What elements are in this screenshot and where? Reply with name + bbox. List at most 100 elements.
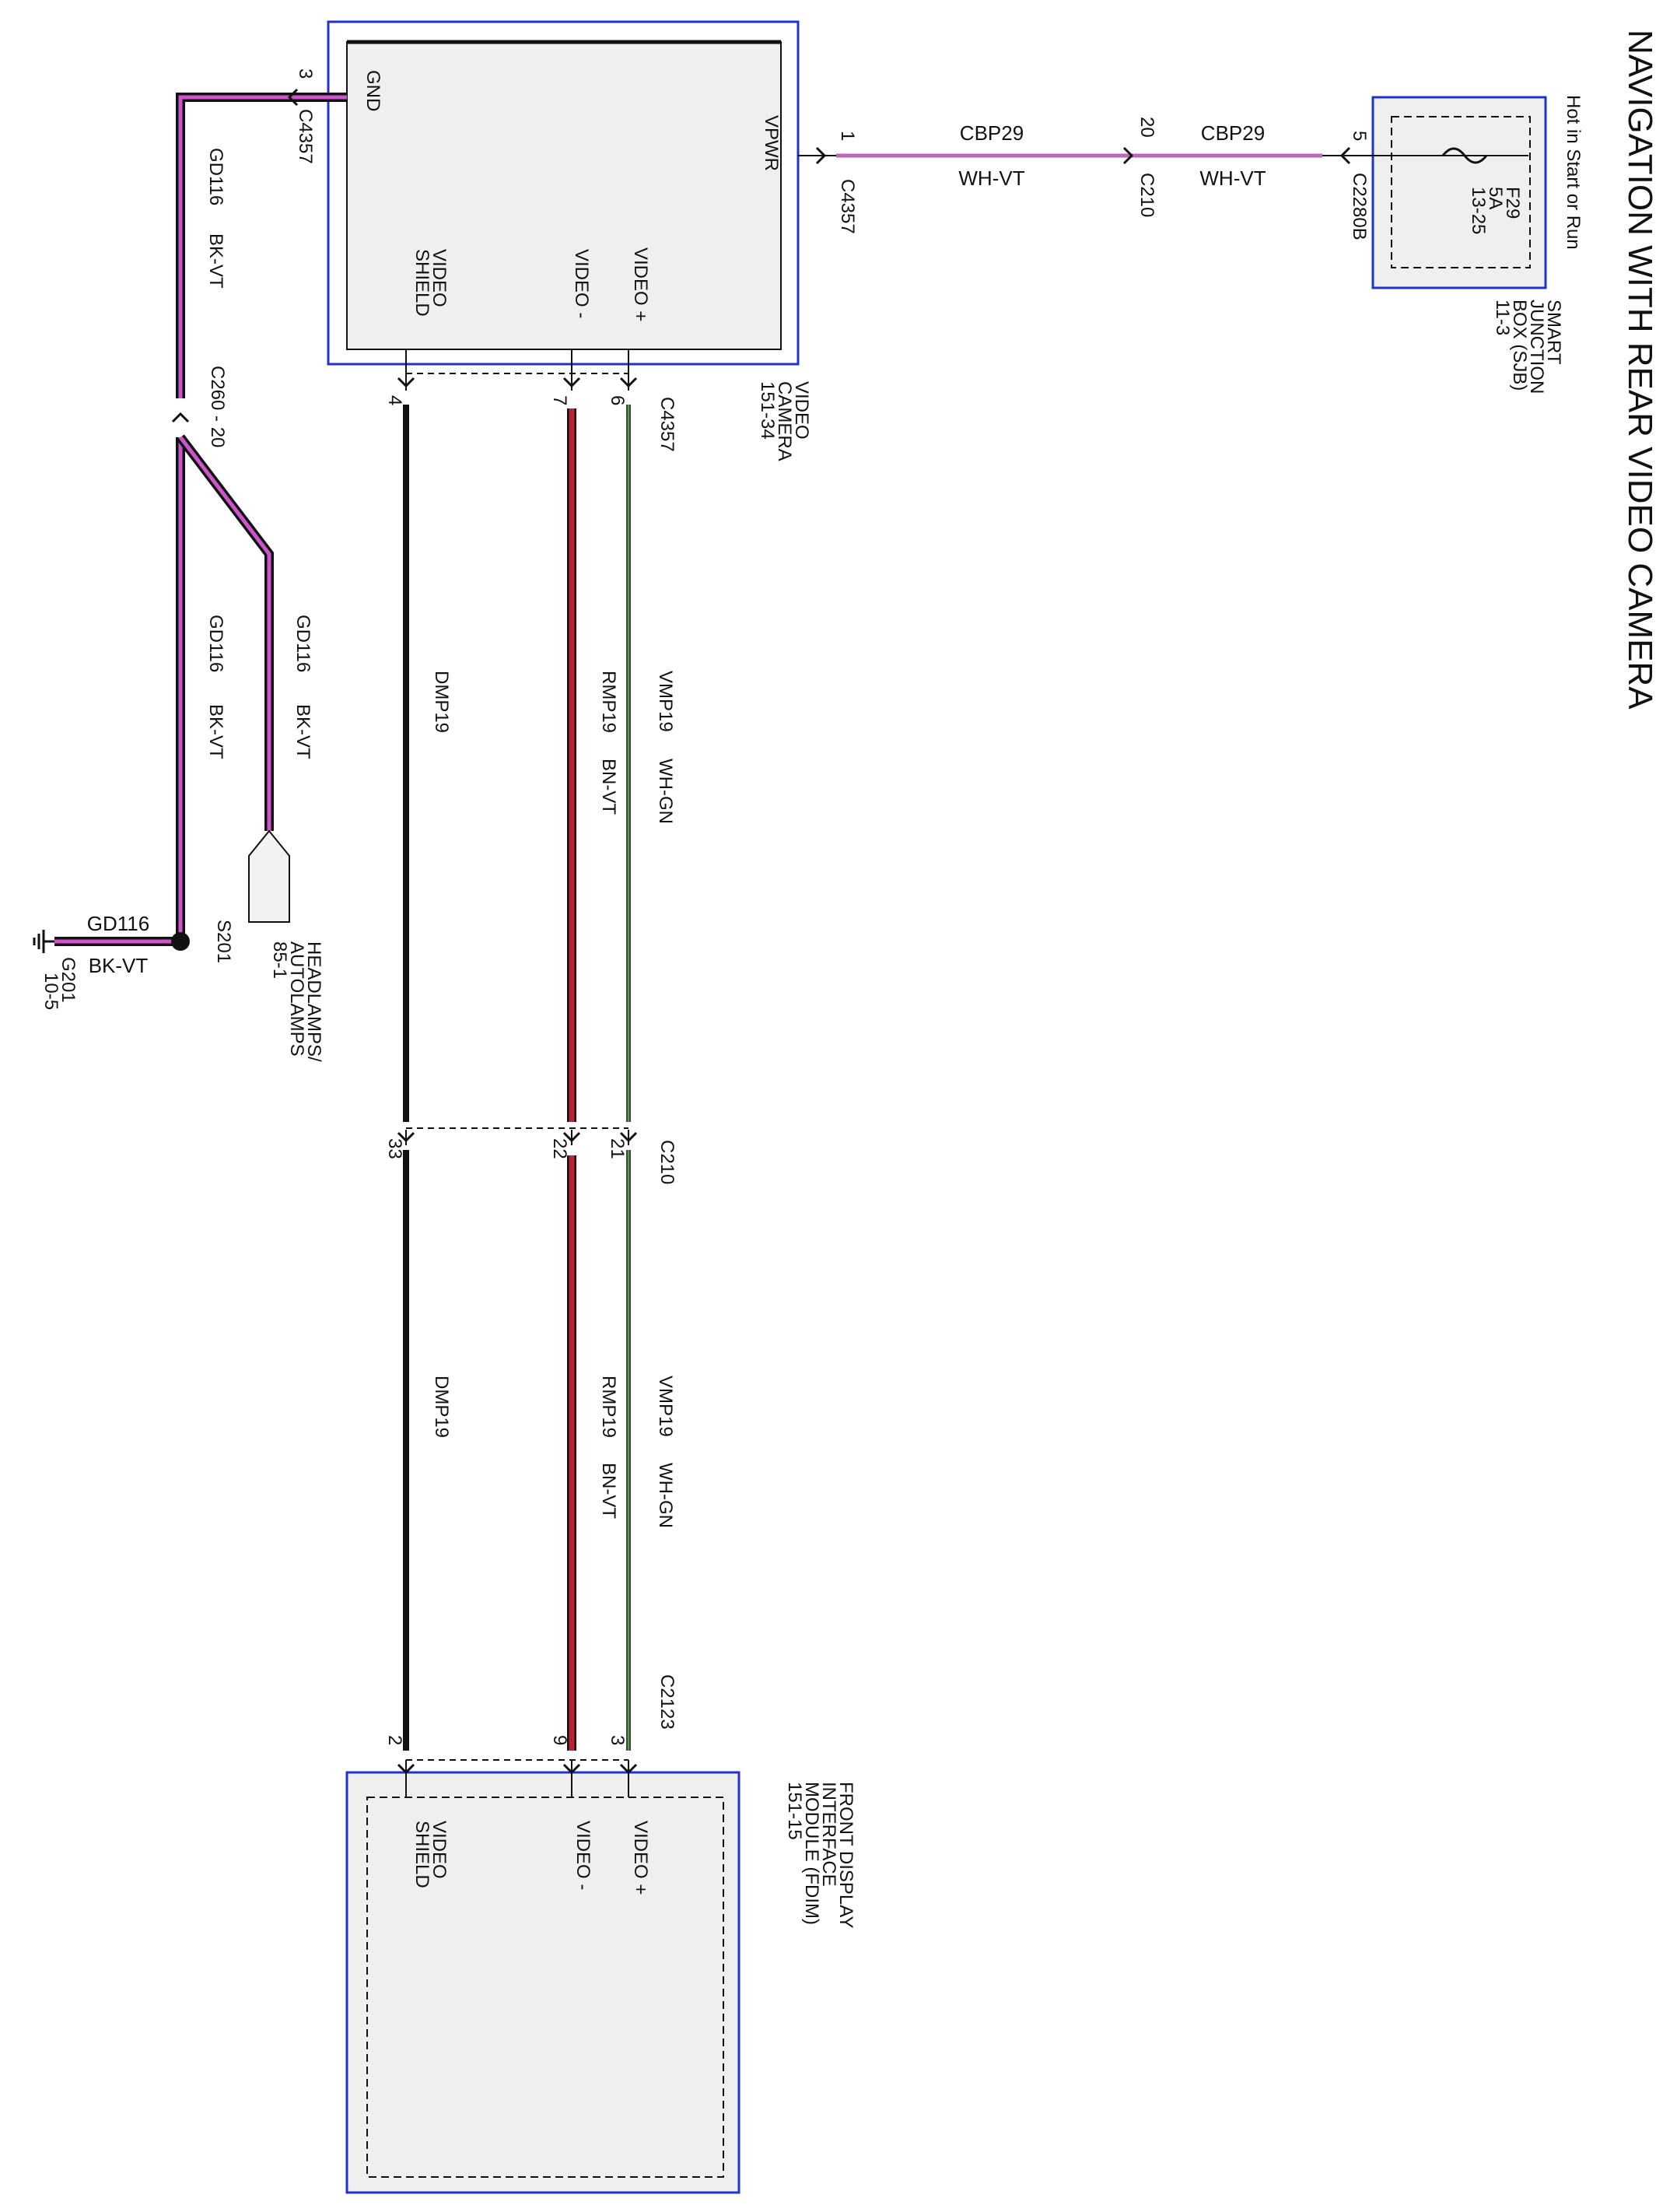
label-pin-video_plus-2: 21 xyxy=(607,1138,628,1159)
label-g201: G201 xyxy=(58,957,79,1003)
connectors xyxy=(33,88,1488,1777)
connector-c4357-pin3-chevron xyxy=(287,88,299,107)
label-vmp19-upper: VMP19 xyxy=(655,671,676,732)
label-bn-vt-lower: BN-VT xyxy=(598,1463,619,1519)
connector-c210-pin20 xyxy=(1122,146,1134,165)
label-fuse-f29-line-1: F29 xyxy=(1502,187,1523,219)
label-fuse-f29-line-3: 13-25 xyxy=(1468,187,1489,234)
label-pin-vpwr: VPWR xyxy=(761,115,782,171)
ground-g201-symbol xyxy=(33,930,54,953)
label-fdim-pin-video-minus: VIDEO - xyxy=(572,1821,593,1890)
label-wh-vt-seg1: WH-VT xyxy=(958,167,1024,190)
label-gd116-top: GD116 xyxy=(205,148,226,205)
connector-c4357-plus xyxy=(619,375,638,391)
connector-c4357-shield xyxy=(397,375,415,391)
label-wh-vt-seg2: WH-VT xyxy=(1199,167,1266,190)
label-sjb-name-line-2: JUNCTION xyxy=(1526,300,1547,394)
connector-c210-pin20-chevron xyxy=(1122,146,1134,165)
label-c210-video: C210 xyxy=(656,1140,677,1184)
label-bk-vt-left: BK-VT xyxy=(205,704,226,759)
label-g201-ref: 10-5 xyxy=(40,973,61,1010)
label-fdim-pin-video-shield-line-1: VIDEO xyxy=(429,1821,450,1879)
label-rmp19-lower: RMP19 xyxy=(598,1376,619,1438)
label-wh-gn-lower: WH-GN xyxy=(655,1463,676,1528)
label-dmp19-upper: DMP19 xyxy=(431,671,452,733)
label-c4357-power: C4357 xyxy=(837,179,858,234)
label-headlamps-autolamps-line-2: AUTOLAMPS xyxy=(286,941,307,1057)
sjb-outline xyxy=(1371,96,1547,289)
connector-c2123-minus xyxy=(562,1762,581,1777)
connector-c210-plus xyxy=(619,1130,638,1145)
label-pin-video-shield-line-1: VIDEO xyxy=(429,249,450,307)
connector-c2280b-pin5-chevron xyxy=(1339,146,1351,165)
label-wh-gn-upper: WH-GN xyxy=(655,759,676,824)
label-pin-video_plus-3: 3 xyxy=(607,1735,628,1745)
label-video-camera-name-line-1: VIDEO xyxy=(791,381,812,440)
label-gd116-left: GD116 xyxy=(205,615,226,672)
connector-c2123-plus xyxy=(619,1762,638,1777)
label-bk-vt-right: BK-VT xyxy=(292,704,313,759)
connector-c210-minus xyxy=(562,1130,581,1145)
label-pin-gnd: GND xyxy=(362,70,383,111)
label-dmp19-lower: DMP19 xyxy=(431,1376,452,1438)
connector-c2123-shield xyxy=(397,1762,415,1777)
label-sjb-name-line-4: 11-3 xyxy=(1492,300,1513,335)
label-pin-video-plus: VIDEO + xyxy=(630,247,651,321)
connector-c210-shield xyxy=(397,1130,415,1145)
connector-c4357-minus xyxy=(562,375,581,391)
label-fdim-name-line-4: 151-15 xyxy=(784,1782,805,1840)
label-video-camera-name-line-3: 151-34 xyxy=(757,381,778,440)
connector-c4357-pin1 xyxy=(815,146,827,165)
label-c4357-pin3: 3 xyxy=(295,68,316,79)
label-bn-vt-upper: BN-VT xyxy=(598,759,619,815)
wires xyxy=(54,93,1528,1797)
fuse-f29-symbol xyxy=(1441,147,1488,164)
label-pin-video_minus-2: 22 xyxy=(549,1138,570,1159)
label-headlamps-autolamps-line-1: HEADLAMPS/ xyxy=(303,941,324,1062)
label-s201: S201 xyxy=(213,920,234,963)
label-cbp29-seg1: CBP29 xyxy=(960,121,1024,145)
sjb-inner xyxy=(1391,116,1531,268)
label-pin-video-minus: VIDEO - xyxy=(571,249,592,318)
fdim-inner xyxy=(366,1797,724,2178)
label-c2280b: C2280B xyxy=(1349,173,1370,240)
connector-c4357-pin1-chevron xyxy=(815,146,827,165)
title-group: NAVIGATION WITH REAR VIDEO CAMERA xyxy=(1621,30,1659,710)
splice-s201-dot xyxy=(171,932,190,951)
label-sjb-name-line-1: SMART xyxy=(1543,300,1564,365)
label-c210-power: C210 xyxy=(1136,173,1157,217)
label-pin-shield-2: 33 xyxy=(384,1138,405,1159)
diagram-title: NAVIGATION WITH REAR VIDEO CAMERA xyxy=(1621,30,1659,710)
connector-c260-chevron xyxy=(171,412,190,423)
label-pin-video_plus-1: 6 xyxy=(607,395,628,405)
label-pin-shield-1: 4 xyxy=(384,395,405,405)
label-c260-20: C260 - 20 xyxy=(207,366,228,447)
ground-wire-gd116-top-stripe xyxy=(178,95,347,398)
label-fdim-pin-video-shield-line-2: SHIELD xyxy=(411,1821,432,1888)
video-camera-body xyxy=(346,41,782,350)
label-rmp19-upper: RMP19 xyxy=(598,671,619,733)
label-c2123: C2123 xyxy=(656,1674,677,1730)
label-bk-vt-ground: BK-VT xyxy=(89,954,149,977)
label-video-camera-name-line-2: CAMERA xyxy=(774,381,795,461)
label-fdim-pin-video-plus: VIDEO + xyxy=(630,1821,651,1895)
label-vmp19-lower: VMP19 xyxy=(655,1376,676,1437)
label-c2280b-pin5: 5 xyxy=(1349,131,1370,141)
label-pin-shield-3: 2 xyxy=(384,1735,405,1745)
label-pin-video_minus-3: 9 xyxy=(549,1735,570,1745)
label-fdim-name-line-2: INTERFACE xyxy=(818,1782,839,1887)
label-c210-pin20: 20 xyxy=(1136,117,1157,138)
connector-c2280b-pin5 xyxy=(1339,146,1351,165)
label-bk-vt-top: BK-VT xyxy=(205,233,226,289)
label-fdim-name-line-1: FRONT DISPLAY xyxy=(835,1782,856,1928)
label-c4357-ground: C4357 xyxy=(295,109,316,164)
label-c4357-pin1: 1 xyxy=(837,131,858,141)
headlamps-pointer-icon xyxy=(248,829,290,923)
connector-c4357-pin3 xyxy=(287,88,299,107)
ground-wire-gd116-right-stripe xyxy=(179,436,271,831)
label-cbp29-seg2: CBP29 xyxy=(1201,121,1265,145)
label-gd116-ground: GD116 xyxy=(87,912,149,935)
